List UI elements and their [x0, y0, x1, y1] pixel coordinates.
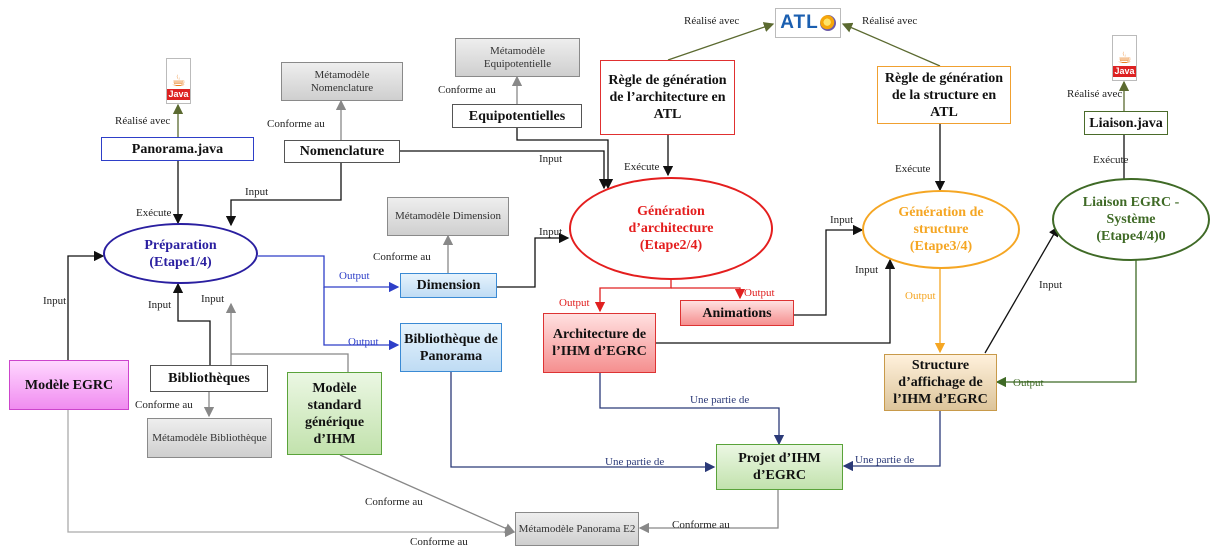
node-panorama-java[interactable]: Panorama.java [101, 137, 254, 161]
label-output-animations: Output [744, 287, 775, 299]
java-icon-label: Java [1113, 66, 1136, 77]
label-output-architecture: Output [559, 297, 590, 309]
node-meta-nomenclature[interactable]: Métamodèle Nomenclature [281, 62, 403, 101]
label-input-architecture: Input [855, 264, 879, 276]
java-icon-label: Java [167, 89, 190, 100]
node-regle-architecture[interactable]: Règle de génération de l’architecture en… [600, 60, 735, 135]
label-input-structure: Input [1039, 279, 1063, 291]
label-output-structure: Output [905, 290, 936, 302]
label-partie-bibliotheque: Une partie de [605, 456, 665, 468]
node-structure-affichage[interactable]: Structure d’affichage de l’IHM d’EGRC [884, 354, 997, 411]
process-generation-architecture[interactable]: Génération d’architecture (Etape2/4) [569, 177, 773, 280]
node-meta-bibliotheque[interactable]: Métamodèle Bibliothèque [147, 418, 272, 458]
coffee-cup-icon: ☕ [1117, 48, 1132, 67]
node-bibliotheque-panorama[interactable]: Bibliothèque de Panorama [400, 323, 502, 372]
process-generation-structure[interactable]: Génération de structure (Etape3/4) [862, 190, 1020, 269]
atl-logo-icon: ATL [775, 8, 841, 38]
node-equipotentielles[interactable]: Equipotentielles [452, 104, 582, 128]
node-bibliotheques[interactable]: Bibliothèques [150, 365, 268, 392]
label-realise-avec-liaison: Réalisé avec [1067, 88, 1123, 100]
label-conforme-bibliotheques: Conforme au [135, 399, 193, 411]
label-execute-architecture: Exécute [624, 161, 660, 173]
label-output-liaison: Output [1013, 377, 1044, 389]
label-input-equipotentielles: Input [539, 153, 563, 165]
atl-logo-text: ATL [780, 12, 819, 33]
label-input-bibliotheques: Input [148, 299, 172, 311]
label-input-modele-egrc: Input [43, 295, 67, 307]
label-realise-avec-panorama: Réalisé avec [115, 115, 171, 127]
process-liaison-egrc[interactable]: Liaison EGRC - Système (Etape4/4)0 [1052, 178, 1210, 261]
java-logo-icon-left: ☕ Java [166, 58, 191, 104]
label-output-dimension: Output [339, 270, 370, 282]
node-modele-standard[interactable]: Modèle standard générique d’IHM [287, 372, 382, 455]
node-regle-structure[interactable]: Règle de génération de la structure en A… [877, 66, 1011, 124]
atl-sun-icon [819, 15, 836, 31]
process-preparation[interactable]: Préparation (Etape1/4) [103, 223, 258, 284]
label-input-nomenclature: Input [245, 186, 269, 198]
label-input-animations: Input [830, 214, 854, 226]
node-architecture-ihm[interactable]: Architecture de l’IHM d’EGRC [543, 313, 656, 373]
label-partie-structure: Une partie de [855, 454, 915, 466]
label-conforme-dimension: Conforme au [373, 251, 431, 263]
node-dimension[interactable]: Dimension [400, 273, 497, 298]
label-execute-structure: Exécute [895, 163, 931, 175]
node-meta-equipotentielle[interactable]: Métamodèle Equipotentielle [455, 38, 580, 77]
node-nomenclature[interactable]: Nomenclature [284, 140, 400, 163]
java-logo-icon-right: ☕ Java [1112, 35, 1137, 81]
label-execute-panorama: Exécute [136, 207, 172, 219]
label-realise-avec-atl-right: Réalisé avec [862, 15, 918, 27]
label-input-modele-standard: Input [201, 293, 225, 305]
label-conforme-nomenclature: Conforme au [267, 118, 325, 130]
label-partie-architecture: Une partie de [690, 394, 750, 406]
coffee-cup-icon: ☕ [171, 71, 186, 90]
label-input-dimension: Input [539, 226, 563, 238]
label-conforme-modele-egrc: Conforme au [410, 536, 468, 546]
label-realise-avec-atl-left: Réalisé avec [684, 15, 740, 27]
node-projet-ihm[interactable]: Projet d’IHM d’EGRC [716, 444, 843, 490]
label-conforme-projet: Conforme au [672, 519, 730, 531]
node-liaison-java[interactable]: Liaison.java [1084, 111, 1168, 135]
label-output-bibliotheque: Output [348, 336, 379, 348]
node-meta-dimension[interactable]: Métamodèle Dimension [387, 197, 509, 236]
node-meta-panorama[interactable]: Métamodèle Panorama E2 [515, 512, 639, 546]
label-conforme-modele-standard: Conforme au [365, 496, 423, 508]
label-execute-liaison: Exécute [1093, 154, 1129, 166]
label-conforme-equipotentielles: Conforme au [438, 84, 496, 96]
node-modele-egrc[interactable]: Modèle EGRC [9, 360, 129, 410]
node-animations[interactable]: Animations [680, 300, 794, 326]
